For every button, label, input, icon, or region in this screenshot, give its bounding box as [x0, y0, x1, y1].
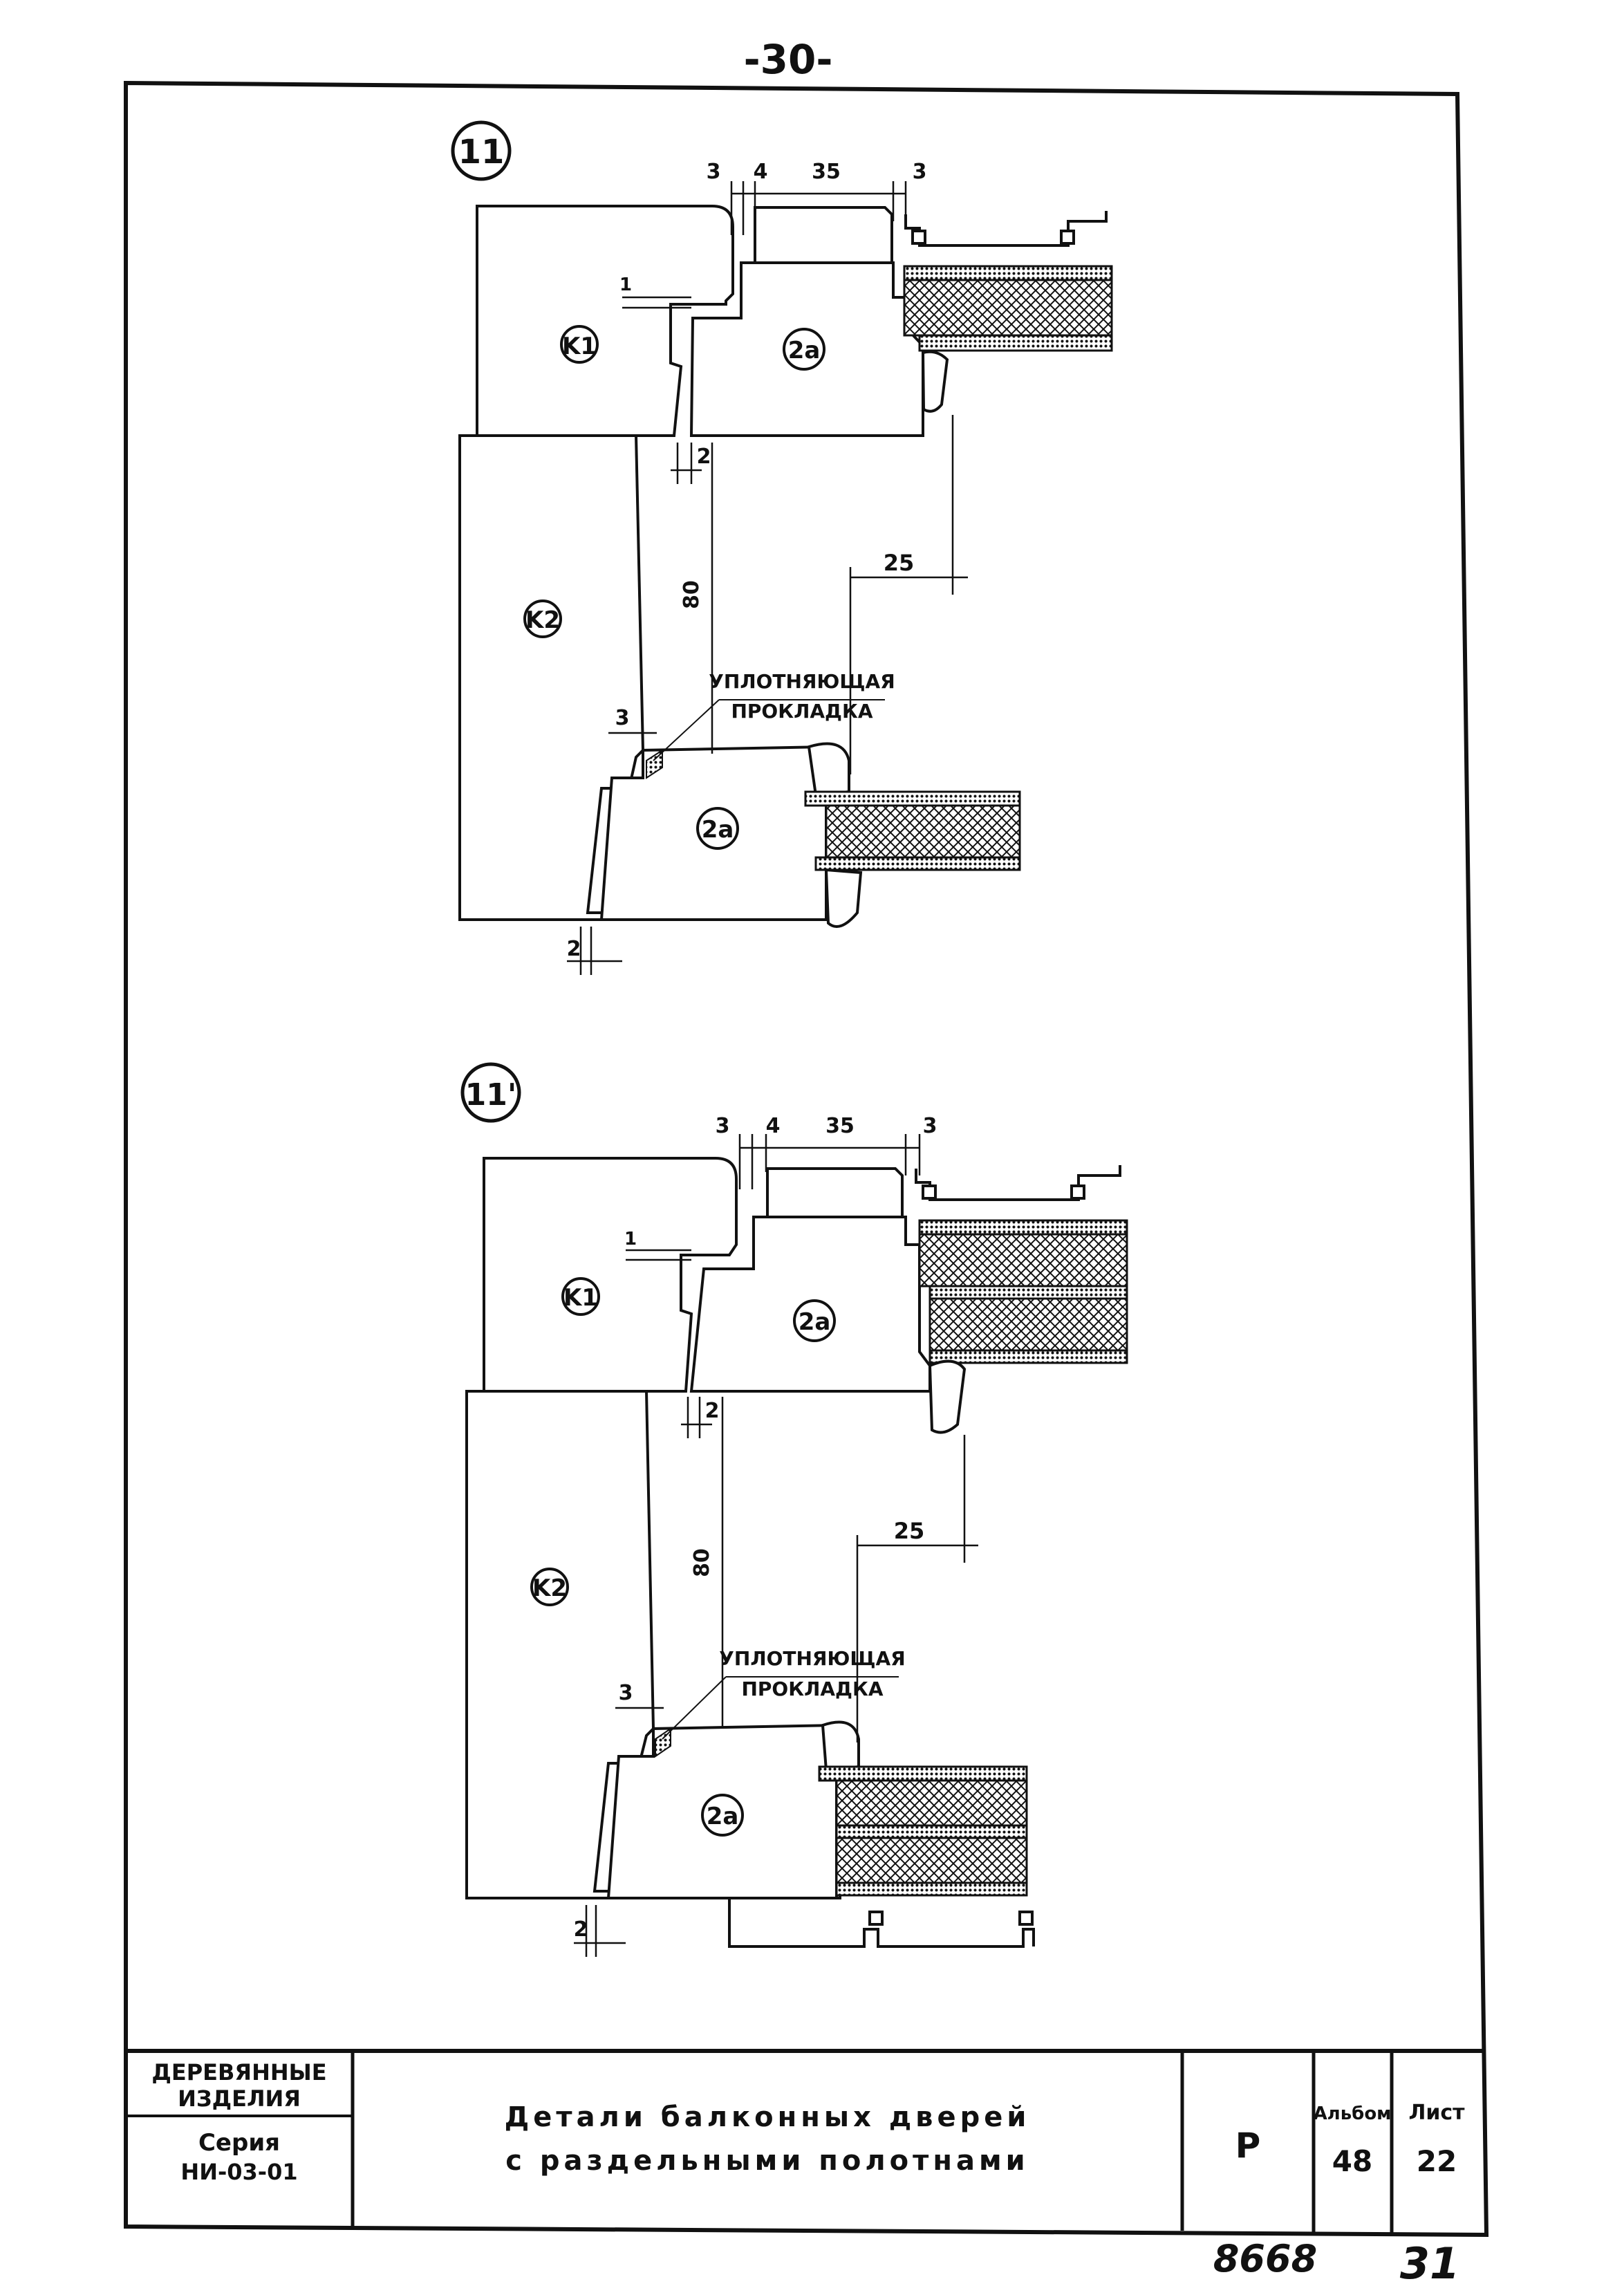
part-k2: K2: [458, 434, 828, 921]
detail-11-prime: 11' K1 2a: [460, 1062, 1128, 1957]
stage-mark: Р: [1235, 2126, 1261, 2166]
dim-25-prime: 25: [894, 1518, 925, 1544]
series-code: НИ-03-01: [180, 2159, 297, 2185]
sheet-value: 22: [1417, 2144, 1457, 2178]
upper-glass-pane: [903, 265, 1113, 413]
part-frame-lower: 2a: [599, 745, 828, 921]
dim-1: 1: [619, 275, 632, 295]
dim-2-bottom-prime: 2: [574, 1917, 588, 1942]
album-value: 48: [1332, 2144, 1372, 2178]
dim-3-right: 3: [913, 160, 927, 184]
album-label: Альбом: [1314, 2103, 1392, 2124]
part-k1-prime: K1: [483, 1157, 738, 1393]
k2-label: K2: [525, 606, 560, 634]
handwritten-marks: 8668 31: [1213, 2237, 1459, 2286]
dim-2-top: 2: [697, 445, 711, 469]
upper-double-glass-prime: [918, 1219, 1128, 1434]
detail-11-prime-marker-label: 11': [465, 1077, 517, 1113]
dim-2-bottom: 2: [567, 937, 581, 961]
dim-3-right-prime: 3: [923, 1114, 937, 1138]
category-line2: ИЗДЕЛИЯ: [178, 2085, 301, 2112]
dim-2-top-prime: 2: [705, 1399, 720, 1423]
title-block: ДЕРЕВЯННЫЕ ИЗДЕЛИЯ Серия НИ-03-01 Детали…: [126, 2049, 1484, 2233]
lower-double-glass-prime: [728, 1720, 1035, 1948]
lower-glass-pane: [804, 742, 1021, 928]
part-k1: K1: [476, 205, 734, 437]
dim-3-left-prime: 3: [716, 1114, 730, 1138]
sheet-frame: [124, 80, 1489, 2238]
detail-11-marker-label: 11: [458, 133, 505, 171]
detail-11-dimensions: 3 4 35 3 1 2 80 25 3 2: [567, 160, 968, 975]
detail-11-prime-marker: 11': [460, 1062, 521, 1123]
dim-4-prime: 4: [766, 1114, 781, 1138]
dim-80: 80: [680, 580, 704, 609]
dim-1-prime: 1: [624, 1229, 637, 1249]
gasket-label-line1-prime: УПЛОТНЯЮЩАЯ: [719, 1647, 905, 1670]
drawing-title-line1: Детали балконных дверей: [505, 2101, 1031, 2133]
dim-3-gasket: 3: [615, 706, 630, 730]
upper-glazing-profile: [754, 206, 1108, 263]
page-number: -30-: [744, 36, 833, 83]
gasket-label-line2: ПРОКЛАДКА: [731, 700, 872, 723]
upper-glazing-profile-prime: [766, 1165, 1121, 1217]
dim-3-left: 3: [707, 160, 721, 184]
detail-11: 11 K1 2a: [451, 120, 1113, 975]
inventory-number: 8668: [1213, 2237, 1317, 2280]
series-label: Серия: [198, 2129, 280, 2157]
frame-upper-prime-label: 2a: [799, 1308, 831, 1336]
detail-11-prime-gasket-callout: УПЛОТНЯЮЩАЯ ПРОКЛАДКА: [662, 1647, 906, 1740]
k1-prime-label: K1: [563, 1284, 598, 1312]
dim-35: 35: [812, 160, 841, 184]
drawing-title-line2: с раздельными полотнами: [505, 2145, 1029, 2177]
part-frame-upper: 2a: [689, 261, 924, 437]
dim-80-prime: 80: [690, 1548, 714, 1577]
page-mark: 31: [1400, 2238, 1459, 2286]
detail-11-prime-dimensions: 3 4 35 3 1 2 80 25 3 2: [574, 1114, 978, 1957]
k1-label: K1: [562, 333, 597, 360]
dim-25: 25: [884, 550, 915, 576]
sheet-label: Лист: [1408, 2101, 1465, 2125]
gasket-label-line1: УПЛОТНЯЮЩАЯ: [709, 670, 895, 693]
dim-4: 4: [754, 160, 768, 184]
frame-lower-prime-label: 2a: [707, 1803, 739, 1830]
frame-lower-label: 2a: [702, 816, 734, 844]
dim-3-gasket-prime: 3: [619, 1681, 633, 1705]
category-line1: ДЕРЕВЯННЫЕ: [151, 2059, 326, 2085]
frame-upper-label: 2a: [788, 337, 821, 364]
gasket-label-line2-prime: ПРОКЛАДКА: [741, 1678, 883, 1700]
detail-11-marker: 11: [451, 120, 512, 181]
detail-11-gasket-callout: УПЛОТНЯЮЩАЯ ПРОКЛАДКА: [653, 670, 895, 761]
dim-35-prime: 35: [825, 1114, 855, 1138]
k2-prime-label: K2: [532, 1574, 567, 1602]
